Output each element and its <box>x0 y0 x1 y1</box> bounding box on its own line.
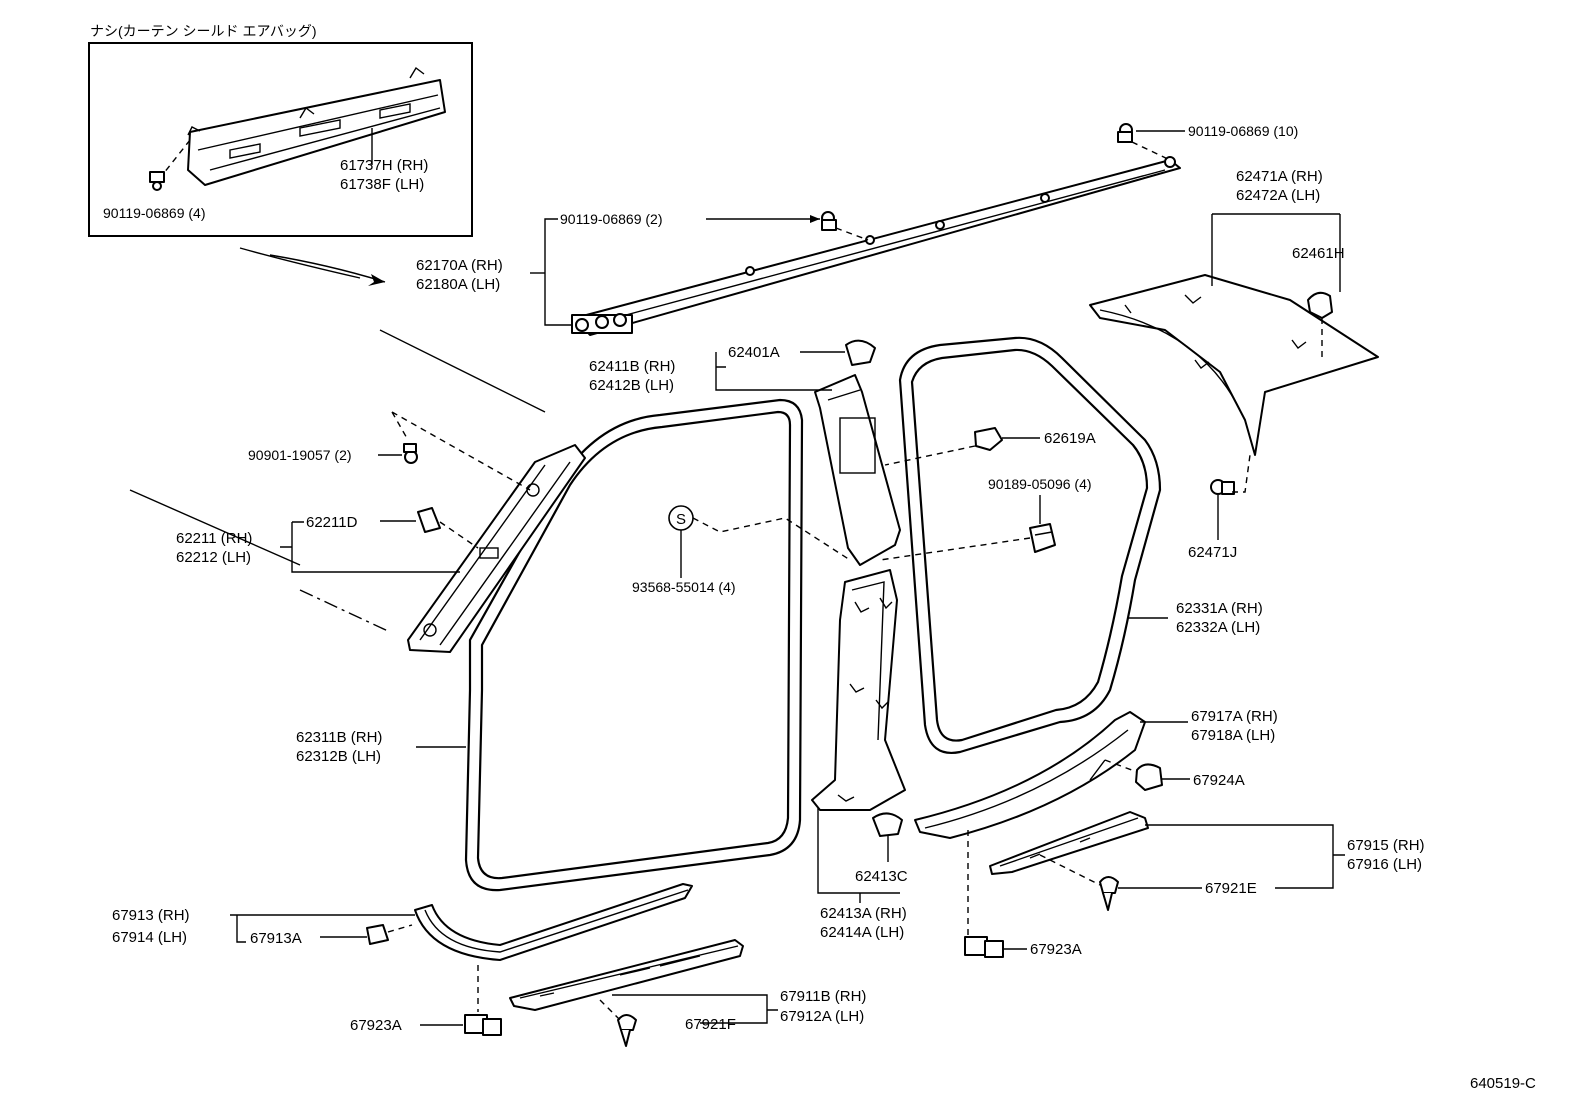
label-62211D: 62211D <box>306 514 358 531</box>
inset-arrow-1 <box>239 247 361 279</box>
label-67912A: 67912A (LH) <box>780 1008 864 1025</box>
label-67913A: 67913A <box>250 930 302 947</box>
arrow-head-icon <box>368 274 385 286</box>
center-pillar-lower-part <box>811 569 906 811</box>
screw-2-icon <box>821 211 837 231</box>
front-sill-plate-part <box>509 939 744 1011</box>
label-90189: 90189-05096 (4) <box>988 476 1092 492</box>
label-62311B: 62311B (RH) <box>296 729 382 746</box>
label-62412B: 62412B (LH) <box>589 377 674 394</box>
rear-sill-plate-part <box>989 811 1149 875</box>
screw-10-icon <box>1117 123 1133 143</box>
label-90901: 90901-19057 (2) <box>248 447 352 463</box>
label-67916: 67916 (LH) <box>1347 856 1422 873</box>
guide-dashdot-left <box>299 589 391 633</box>
label-62471A: 62471A (RH) <box>1236 168 1323 185</box>
label-62331A: 62331A (RH) <box>1176 600 1263 617</box>
rear-door-opening-trim-part <box>898 336 1162 754</box>
front-pillar-trim-part <box>407 444 586 653</box>
label-67915: 67915 (RH) <box>1347 837 1425 854</box>
label-90119-10: 90119-06869 (10) <box>1188 123 1298 139</box>
label-67923A-right: 67923A <box>1030 941 1082 958</box>
clip-62401A-icon <box>845 339 876 366</box>
label-67921E: 67921E <box>1205 880 1257 897</box>
label-62170A: 62170A (RH) <box>416 257 503 274</box>
label-67911B: 67911B (RH) <box>780 988 866 1005</box>
label-62619A: 62619A <box>1044 430 1096 447</box>
clip-67924A-icon <box>1135 763 1163 791</box>
front-door-opening-trim-part <box>464 398 804 892</box>
quarter-trim-part <box>1089 274 1379 456</box>
guide-line <box>379 329 546 413</box>
clip-67923A-right-icon <box>964 936 1004 958</box>
label-62413C: 62413C <box>855 868 908 885</box>
label-67914: 67914 (LH) <box>112 929 187 946</box>
label-62211: 62211 (RH) <box>176 530 252 547</box>
label-67913: 67913 (RH) <box>112 907 190 924</box>
label-62332A: 62332A (LH) <box>1176 619 1260 636</box>
label-62461H: 62461H <box>1292 245 1345 262</box>
label-93568: 93568-55014 (4) <box>632 579 736 595</box>
label-62180A: 62180A (LH) <box>416 276 500 293</box>
clip-67921E-icon <box>1099 876 1119 911</box>
label-90119-2: 90119-06869 (2) <box>560 211 662 227</box>
clip-67913A-icon <box>366 924 389 945</box>
clip-67923A-left-icon <box>464 1014 502 1036</box>
label-62472A: 62472A (LH) <box>1236 187 1320 204</box>
inset-title: ナシ(カーテン シールド エアバッグ) <box>90 23 317 39</box>
label-62212: 62212 (LH) <box>176 549 251 566</box>
front-scuff-plate-part <box>414 883 693 961</box>
clip-67921F-icon <box>617 1014 637 1047</box>
label-67923A-left: 67923A <box>350 1017 402 1034</box>
clip-62211D-icon <box>417 507 441 533</box>
center-pillar-upper-part <box>814 374 901 566</box>
inset-screw-label: 90119-06869 (4) <box>103 205 205 221</box>
inset-part-rh: 61737H (RH) <box>340 157 428 174</box>
label-62414A: 62414A (LH) <box>820 924 904 941</box>
clip-90189-icon <box>1029 523 1056 553</box>
label-62312B: 62312B (LH) <box>296 748 381 765</box>
inset-box: ナシ(カーテン シールド エアバッグ) 61737H (RH) 61738F (… <box>88 23 473 237</box>
label-62471J: 62471J <box>1188 544 1237 561</box>
guide-line-left <box>129 489 301 566</box>
label-62413A: 62413A (RH) <box>820 905 907 922</box>
label-62401A: 62401A <box>728 344 780 361</box>
inset-frame <box>88 42 473 237</box>
label-67924A: 67924A <box>1193 772 1245 789</box>
inset-part-lh: 61738F (LH) <box>340 176 424 193</box>
label-S: S <box>676 511 686 528</box>
label-67918A: 67918A (LH) <box>1191 727 1275 744</box>
clip-90901-icon <box>403 443 418 464</box>
diagram-reference-code: 640519-C <box>1470 1075 1536 1092</box>
label-67921F: 67921F <box>685 1016 736 1033</box>
clip-62619A-icon <box>974 427 1003 451</box>
inset-screw-icon <box>149 171 165 191</box>
inset-arrow-2 <box>269 254 386 283</box>
clip-62461H-icon <box>1307 291 1333 319</box>
label-67917A: 67917A (RH) <box>1191 708 1278 725</box>
clip-62413C-icon <box>872 812 903 837</box>
roof-side-rail-part <box>571 156 1181 336</box>
clip-62471J-icon <box>1210 479 1235 495</box>
label-62411B: 62411B (RH) <box>589 358 675 375</box>
